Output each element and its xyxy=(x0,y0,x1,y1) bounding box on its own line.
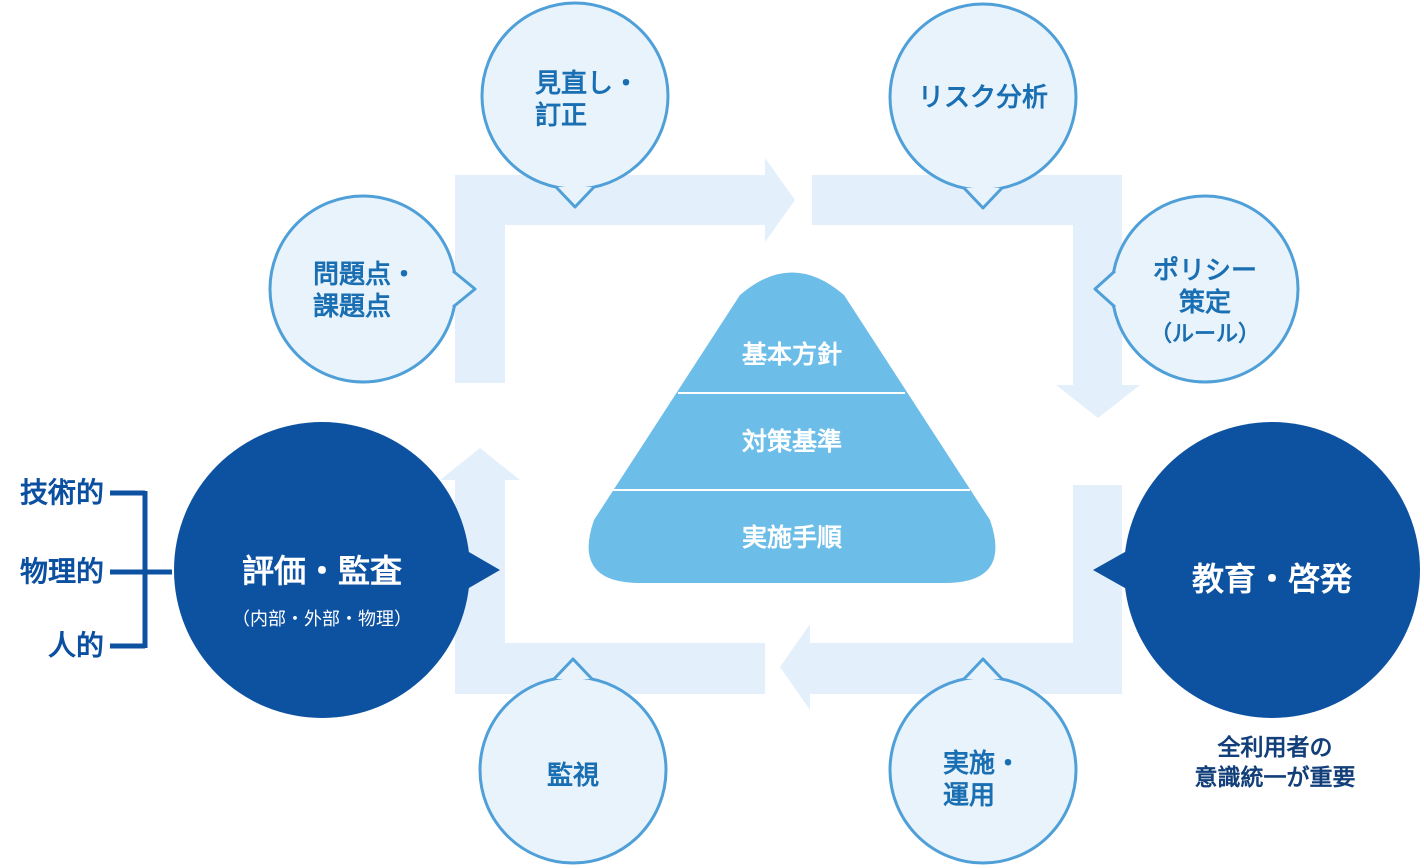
pyramid-level-procedures: 実施手順 xyxy=(741,523,842,552)
evaluation-title: 評価・監査 xyxy=(241,552,402,590)
bubble-policy-line-3: （ルール） xyxy=(1149,322,1260,347)
aspect-human: 人的 xyxy=(47,629,104,662)
arrow-top-left xyxy=(455,158,795,383)
bubble-policy-line-2: 策定 xyxy=(1178,288,1231,318)
bubble-issues-line-1: 問題点・ xyxy=(313,260,418,290)
education-circle xyxy=(1093,422,1420,718)
aspect-physical: 物理的 xyxy=(19,555,104,588)
bubble-issues-label: 問題点・ 課題点 xyxy=(283,259,443,323)
bubble-operation-line-1: 実施・ xyxy=(943,749,1022,779)
bubble-policy-label: ポリシー 策定 （ルール） xyxy=(1125,255,1285,351)
aspect-technical: 技術的 xyxy=(19,476,104,509)
policy-pyramid xyxy=(588,272,996,583)
bubble-issues xyxy=(268,194,477,384)
bubble-review-line-2: 訂正 xyxy=(535,101,588,131)
education-title: 教育・啓発 xyxy=(1191,560,1352,598)
bubble-operation-line-2: 運用 xyxy=(943,781,996,811)
arrow-bottom-right xyxy=(780,485,1122,710)
evaluation-subtitle: （内部・外部・物理） xyxy=(232,609,412,630)
cycle-arrows xyxy=(440,158,1140,710)
aspects-bracket xyxy=(110,490,172,649)
bubble-review-line-1: 見直し・ xyxy=(535,69,640,99)
bubble-monitor-label: 監視 xyxy=(546,761,599,791)
education-note: 全利用者の 意識統一が重要 xyxy=(1150,733,1400,793)
bubble-review xyxy=(480,1,670,209)
bubble-policy xyxy=(1093,194,1300,384)
pyramid-shape xyxy=(588,272,996,583)
bubble-review-label: 見直し・ 訂正 xyxy=(495,68,655,132)
bubble-operation-label: 実施・ 運用 xyxy=(903,748,1063,812)
evaluation-circle xyxy=(174,422,500,718)
bubble-monitor xyxy=(478,657,668,865)
arrow-bottom-left xyxy=(440,448,765,694)
education-note-line-2: 意識統一が重要 xyxy=(1194,765,1356,791)
bubble-policy-line-1: ポリシー xyxy=(1152,256,1257,286)
bubble-risk-label: リスク分析 xyxy=(917,83,1048,113)
bubble-operation xyxy=(888,657,1078,865)
pyramid-level-basic-policy: 基本方針 xyxy=(741,340,842,369)
bubble-issues-line-2: 課題点 xyxy=(313,292,392,322)
arrow-top-right xyxy=(812,175,1140,418)
pyramid-level-standards: 対策基準 xyxy=(741,427,842,456)
bubble-risk xyxy=(888,2,1078,210)
education-note-line-1: 全利用者の xyxy=(1217,735,1333,761)
